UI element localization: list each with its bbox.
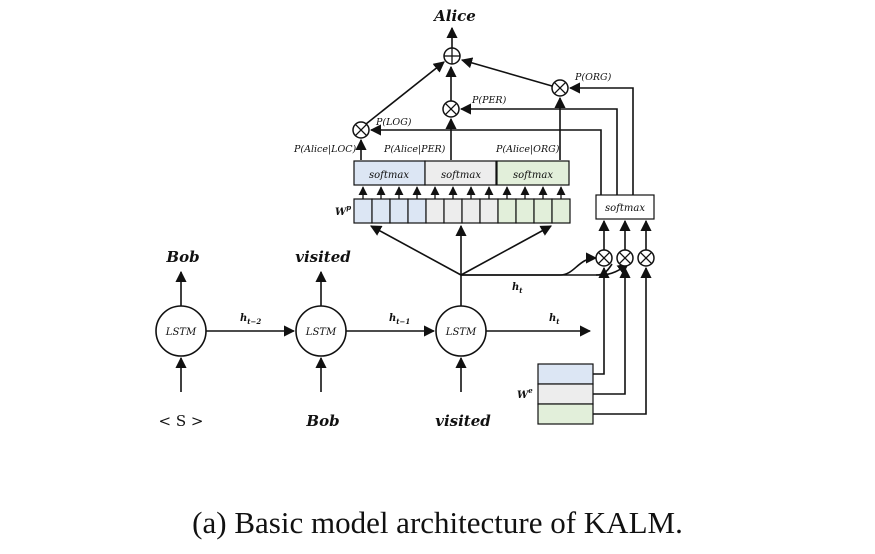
svg-text:softmax: softmax xyxy=(441,170,481,181)
label-p-log: P(LOG) xyxy=(375,117,412,128)
label-h-t-minus-1: ht−1 xyxy=(389,313,410,326)
label-we: We xyxy=(517,386,533,401)
multiply-node-per-icon xyxy=(442,100,460,118)
we-matrix xyxy=(537,363,594,425)
input-word-1: < S > xyxy=(159,412,204,430)
wp-cell xyxy=(389,198,409,224)
lstm-cell-2: LSTM xyxy=(295,305,347,357)
svg-text:LSTM: LSTM xyxy=(305,327,337,338)
svg-text:softmax: softmax xyxy=(605,203,645,214)
wp-cell xyxy=(479,198,499,224)
wp-cell xyxy=(461,198,481,224)
label-wp: Wp xyxy=(335,203,351,218)
input-word-2: Bob xyxy=(305,412,339,430)
wp-cell xyxy=(407,198,427,224)
multiply-node-e1-icon xyxy=(595,249,613,267)
svg-text:softmax: softmax xyxy=(513,170,553,181)
label-p-alice-per: P(Alice|PER) xyxy=(383,144,446,155)
wp-cell xyxy=(533,198,553,224)
label-h-t-minus-2: ht−2 xyxy=(240,313,261,326)
svg-text:LSTM: LSTM xyxy=(445,327,477,338)
output-word-1: Bob xyxy=(165,248,199,266)
softmax-loc: softmax xyxy=(353,160,426,186)
wp-cell xyxy=(497,198,517,224)
sum-node-icon xyxy=(443,47,461,65)
wp-cell xyxy=(443,198,463,224)
label-ht-top: ht xyxy=(512,282,523,295)
input-word-3: visited xyxy=(435,412,491,430)
label-p-alice-org: P(Alice|ORG) xyxy=(495,144,560,155)
wp-to-softmax-arrows xyxy=(358,186,566,199)
label-p-per: P(PER) xyxy=(471,95,507,106)
softmax-type: softmax xyxy=(595,194,655,220)
multiply-node-e2-icon xyxy=(616,249,634,267)
multiply-node-e3-icon xyxy=(637,249,655,267)
figure-caption: (a) Basic model architecture of KALM. xyxy=(192,505,683,540)
multiply-node-org-icon xyxy=(551,79,569,97)
softmax-org: softmax xyxy=(496,160,570,186)
wp-cell xyxy=(515,198,535,224)
label-h-t: ht xyxy=(549,313,560,326)
wp-cell xyxy=(425,198,445,224)
lstm-cell-3: LSTM xyxy=(435,305,487,357)
label-p-org: P(ORG) xyxy=(574,72,612,83)
wp-cell xyxy=(353,198,373,224)
svg-text:LSTM: LSTM xyxy=(165,327,197,338)
wp-cell xyxy=(371,198,391,224)
lstm-cell-1: LSTM xyxy=(155,305,207,357)
svg-text:softmax: softmax xyxy=(369,170,409,181)
softmax-per: softmax xyxy=(424,160,497,186)
multiply-node-loc-icon xyxy=(352,121,370,139)
output-word-alice: Alice xyxy=(432,7,476,25)
wp-cell xyxy=(551,198,571,224)
output-word-2: visited xyxy=(295,248,351,266)
label-p-alice-loc: P(Alice|LOC) xyxy=(293,144,357,155)
wp-matrix xyxy=(353,198,571,224)
